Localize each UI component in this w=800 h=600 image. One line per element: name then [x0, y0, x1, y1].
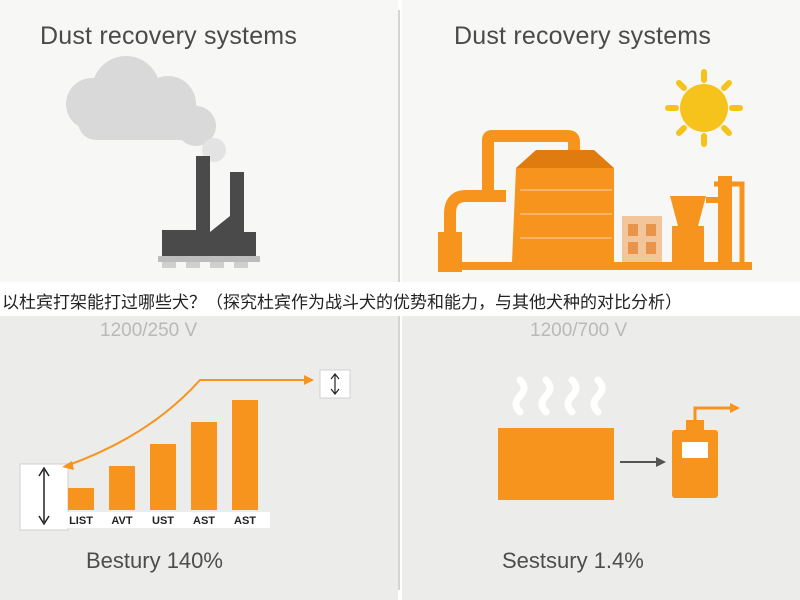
- growth-bar-chart: LIST AVT UST AST AST: [19, 369, 351, 531]
- cloud-icon: [66, 56, 226, 162]
- panel-bottom-right: 1200/700 V Sestsury 1.4%: [402, 316, 800, 600]
- panel-bottom-left: 1200/250 V LIST AVT UST AST AST Bestury 140%: [0, 316, 398, 600]
- voltage-label: 1200/700 V: [530, 320, 628, 341]
- bar: [109, 466, 135, 510]
- sun-icon: [665, 69, 743, 147]
- vertical-double-arrow-icon: [319, 369, 351, 399]
- bar-category-label: AVT: [111, 515, 132, 527]
- panel-heading: Dust recovery systems: [40, 22, 298, 50]
- energy-flow-diagram: [498, 376, 740, 500]
- panel-top-right: Dust recovery systems: [402, 0, 800, 282]
- panel-heading: Dust recovery systems: [454, 22, 712, 50]
- industrial-plant-icon: [438, 69, 752, 272]
- heat-waves-icon: [512, 376, 606, 416]
- bar-category-label: AST: [193, 515, 215, 527]
- vertical-double-arrow-icon: [19, 463, 69, 531]
- banner-text: 以杜宾打架能打过哪些犬？（探究杜宾作为战斗犬的优势和能力，与其他犬种的对比分析）: [2, 293, 682, 313]
- battery-icon: [672, 420, 718, 498]
- heat-source-box: [498, 428, 614, 500]
- bar-category-label: LIST: [69, 515, 93, 527]
- bar: [191, 422, 217, 510]
- bar: [68, 488, 94, 510]
- panel-caption: Bestury 140%: [86, 548, 223, 573]
- factory-icon: [66, 56, 260, 268]
- bar: [232, 400, 258, 510]
- panel-top-left: Dust recovery systems: [0, 0, 398, 282]
- trend-curve: [65, 379, 304, 467]
- bar-category-label: AST: [234, 515, 256, 527]
- voltage-label: 1200/250 V: [100, 320, 198, 341]
- bar: [150, 444, 176, 510]
- panel-caption: Sestsury 1.4%: [502, 548, 644, 573]
- bar-category-label: UST: [152, 515, 174, 527]
- title-banner: 以杜宾打架能打过哪些犬？（探究杜宾作为战斗犬的优势和能力，与其他犬种的对比分析）: [0, 282, 800, 316]
